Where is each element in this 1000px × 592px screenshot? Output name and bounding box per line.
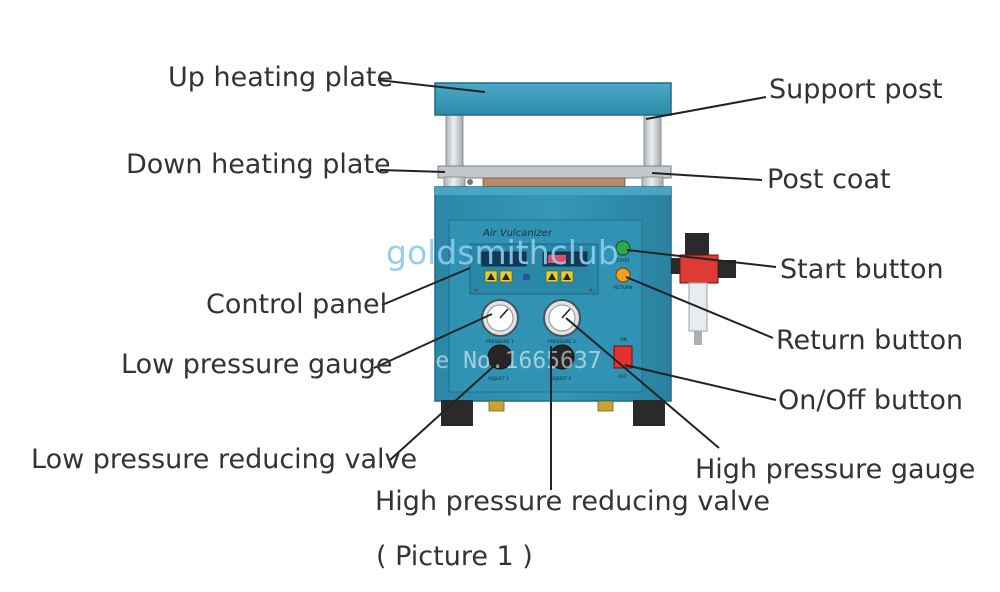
adjust1-text: ADJUST 1 [488, 376, 509, 382]
label-down-heating-plate: Down heating plate [126, 149, 391, 180]
air-filter-regulator [671, 233, 736, 345]
label-post-coat: Post coat [767, 164, 891, 195]
label-start-button: Start button [780, 254, 944, 285]
brand-text: Air Vulcanizer [482, 228, 553, 239]
label-low-pressure-gauge: Low pressure gauge [121, 349, 393, 380]
pressure2-text: PRESSURE 2 [548, 339, 576, 345]
label-high-pressure-gauge: High pressure gauge [695, 454, 976, 485]
leader-up-heating-plate [377, 79, 486, 93]
leader-high-pressure-gauge [565, 317, 720, 449]
label-control-panel: Control panel [206, 289, 388, 320]
label-high-pressure-reducing-valve: High pressure reducing valve [375, 486, 771, 517]
leader-low-pressure-gauge [373, 313, 493, 369]
leader-control-panel [381, 267, 471, 306]
off-text: OFF [618, 374, 627, 380]
on-text: ON [620, 337, 627, 343]
leader-support-post [645, 96, 767, 120]
right-foot [633, 400, 665, 426]
leader-start-button [626, 249, 777, 268]
adjust2-text: ADJUST 2 [550, 376, 571, 382]
label-support-post: Support post [769, 74, 943, 105]
label-return-button: Return button [776, 325, 964, 356]
low-pressure-reducing-valve [487, 344, 513, 370]
on-off-button [613, 345, 633, 369]
up-heating-plate [434, 82, 672, 116]
leader-return-button [625, 276, 774, 339]
left-foot [441, 400, 473, 426]
leader-post-coat [651, 172, 763, 181]
return-button [615, 267, 631, 283]
leader-low-pressure-reducing-valve [389, 364, 496, 461]
pressure1-text: PRESSURE 1 [486, 339, 514, 345]
return-text: RETURN [614, 285, 633, 291]
leader-on-off-button [624, 364, 777, 401]
start-text: START [616, 258, 630, 264]
down-heating-plate [437, 165, 672, 179]
low-pressure-gauge [481, 299, 519, 337]
label-on-off-button: On/Off button [778, 385, 963, 416]
start-button [615, 240, 631, 256]
label-low-pressure-reducing-valve: Low pressure reducing valve [31, 444, 418, 475]
picture-caption: ( Picture 1 ) [376, 541, 533, 572]
leader-lines [373, 79, 777, 490]
high-pressure-gauge [543, 299, 581, 337]
label-up-heating-plate: Up heating plate [168, 62, 394, 93]
leader-down-heating-plate [379, 169, 446, 173]
watermark-brand: goldsmithclub [386, 233, 619, 272]
